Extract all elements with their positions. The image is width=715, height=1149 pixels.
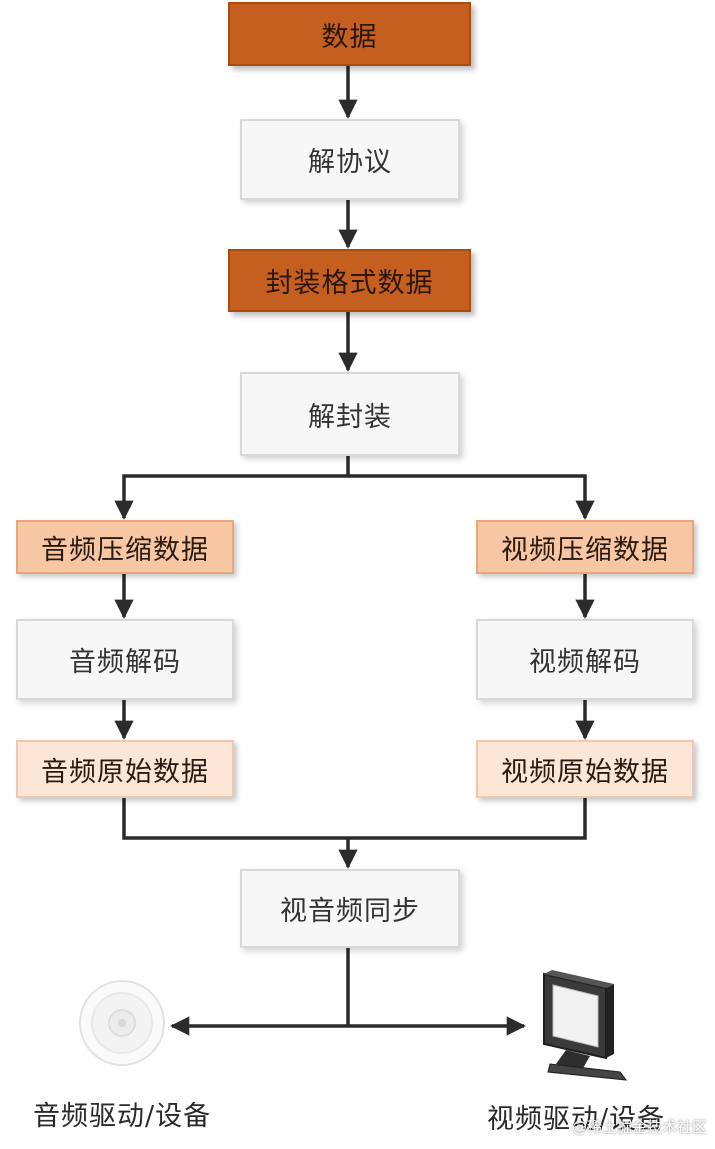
speaker-icon	[79, 980, 165, 1066]
node-audio-decode: 音频解码	[16, 619, 234, 700]
node-deprotocol: 解协议	[240, 119, 460, 200]
arrow-raw-merge	[122, 798, 587, 840]
video-device-label: 视频驱动/设备	[487, 1104, 666, 1135]
watermark: @稀土掘金技术社区	[571, 1118, 707, 1136]
arrow-demux-split-right	[348, 474, 595, 520]
node-demux: 解封装	[240, 372, 460, 456]
node-av-sync: 视音频同步	[240, 869, 460, 948]
node-audio-compressed: 音频压缩数据	[16, 520, 234, 574]
node-video-compressed: 视频压缩数据	[476, 520, 694, 574]
arrow-demux-split	[114, 456, 350, 520]
audio-device-label: 音频驱动/设备	[33, 1101, 212, 1132]
node-data: 数据	[228, 2, 471, 66]
node-video-decode: 视频解码	[476, 619, 694, 700]
node-video-raw: 视频原始数据	[476, 740, 694, 798]
node-container-data: 封装格式数据	[228, 249, 471, 312]
monitor-icon	[543, 970, 628, 1081]
node-audio-raw: 音频原始数据	[16, 740, 234, 798]
